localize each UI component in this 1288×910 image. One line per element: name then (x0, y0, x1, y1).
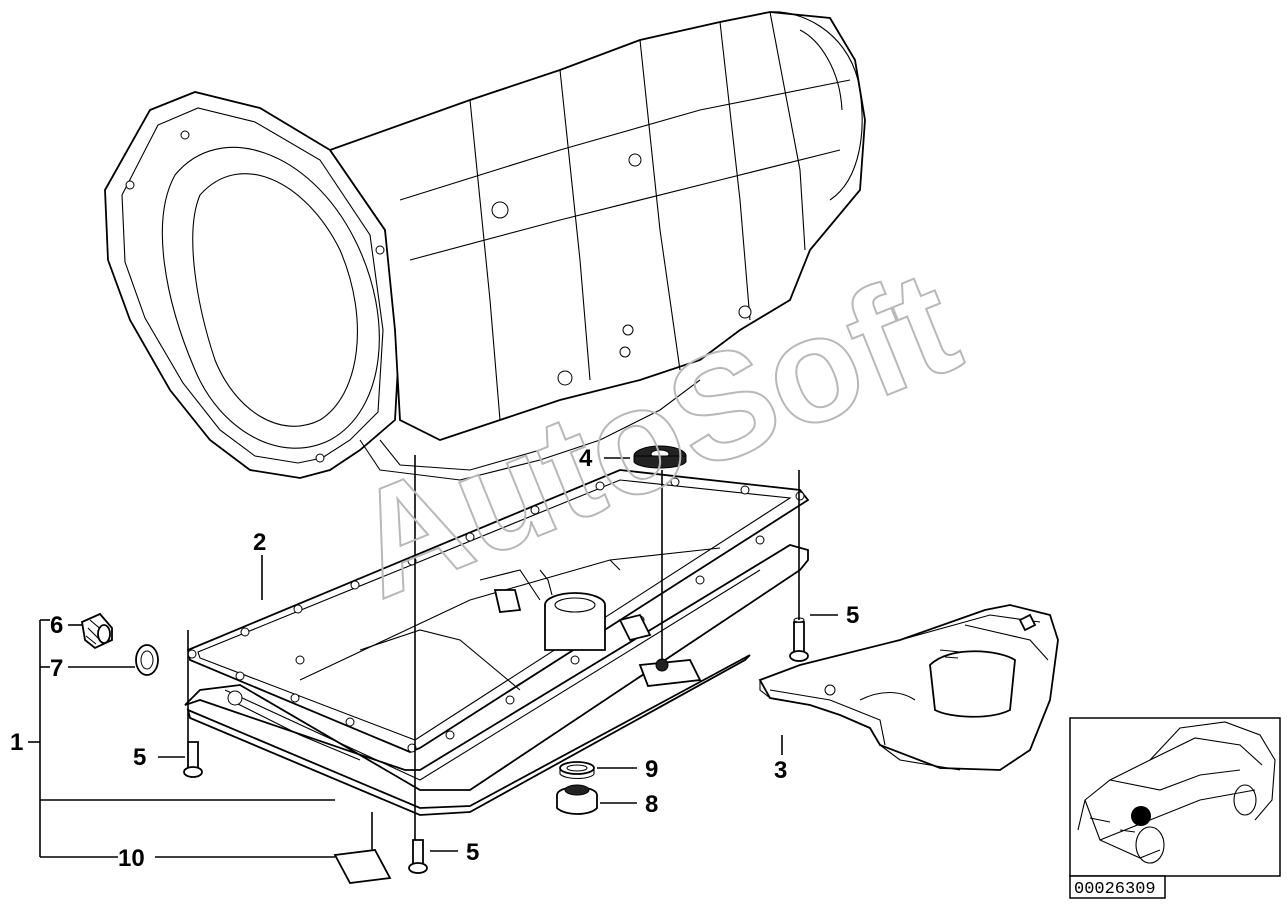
bolt-bottom (408, 839, 428, 874)
callout-5-left: 5 (133, 744, 146, 771)
callout-1: 1 (10, 729, 23, 756)
plug-part-8 (556, 784, 598, 815)
oil-filter (758, 604, 1059, 771)
drain-plug-gasket (135, 644, 159, 676)
callout-2: 2 (253, 529, 266, 556)
callout-8: 8 (645, 791, 658, 818)
callout-9: 9 (645, 756, 658, 783)
seal-ring (633, 445, 687, 469)
bolt-upper-right (789, 617, 809, 662)
oil-pan-gasket (186, 469, 810, 753)
transmission-housing (104, 11, 866, 481)
label-plate (333, 849, 392, 884)
vehicle-thumbnail: 00026309 (1069, 717, 1281, 899)
drain-plug (80, 612, 113, 650)
callout-10: 10 (118, 845, 145, 872)
oil-pan (184, 544, 809, 816)
callout-3: 3 (774, 757, 787, 784)
leader-lines (28, 455, 838, 858)
reference-number: 00026309 (1074, 880, 1156, 899)
callout-6: 6 (50, 612, 63, 639)
location-marker (1131, 806, 1151, 826)
callout-5-bottom: 5 (466, 839, 479, 866)
callout-4: 4 (579, 445, 593, 472)
callout-numbers: 1 2 3 4 5 5 5 6 7 8 9 10 (10, 445, 859, 872)
callout-7: 7 (50, 655, 63, 682)
callout-5-upper-right: 5 (846, 602, 859, 629)
seal-part-9 (559, 761, 595, 780)
bolt-left (183, 741, 203, 778)
